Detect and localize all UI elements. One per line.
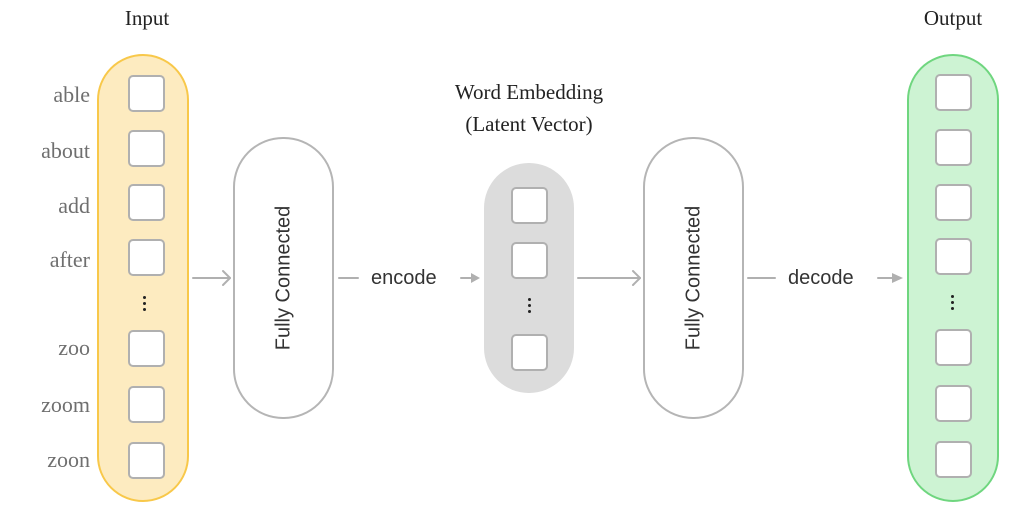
input-cell <box>128 130 165 167</box>
input-cell <box>128 442 165 479</box>
latent-title-line1: Word Embedding <box>454 80 604 104</box>
input-cell <box>128 75 165 112</box>
input-layer <box>97 54 189 502</box>
latent-ellipsis-icon <box>528 298 532 314</box>
output-cell <box>935 74 972 111</box>
output-cell <box>935 184 972 221</box>
latent-cell <box>511 242 548 279</box>
input-title: Input <box>124 6 170 30</box>
output-cell <box>935 329 972 366</box>
decoder-fully-connected: Fully Connected <box>643 137 744 419</box>
output-cell <box>935 129 972 166</box>
input-ellipsis-icon <box>143 296 147 312</box>
encoder-fully-connected: Fully Connected <box>233 137 334 419</box>
decode-label: decode <box>788 267 854 289</box>
word-after: after <box>49 247 90 272</box>
latent-cell <box>511 334 548 371</box>
output-title: Output <box>923 6 983 30</box>
arrowhead-decode-icon <box>892 273 903 283</box>
input-cell <box>128 239 165 276</box>
word-zoon: zoon <box>47 447 90 472</box>
word-zoo: zoo <box>58 335 90 360</box>
input-cell <box>128 386 165 423</box>
latent-title-line2: (Latent Vector) <box>465 112 593 136</box>
word-able: able <box>53 82 90 107</box>
output-layer <box>907 54 999 502</box>
latent-cell <box>511 187 548 224</box>
input-cell <box>128 330 165 367</box>
arrow-input-to-encoder-icon <box>192 270 231 286</box>
output-ellipsis-icon <box>951 295 955 311</box>
encode-label: encode <box>371 267 437 289</box>
input-word-labels: able about add after zoo zoom zoon <box>0 0 90 520</box>
arrowhead-encode-icon <box>471 273 480 283</box>
output-cell <box>935 441 972 478</box>
word-zoom: zoom <box>41 392 90 417</box>
word-about: about <box>41 138 90 163</box>
input-cell <box>128 184 165 221</box>
output-cell <box>935 385 972 422</box>
arrow-latent-to-decoder-icon <box>577 270 641 286</box>
output-cell <box>935 238 972 275</box>
word-add: add <box>58 193 90 218</box>
